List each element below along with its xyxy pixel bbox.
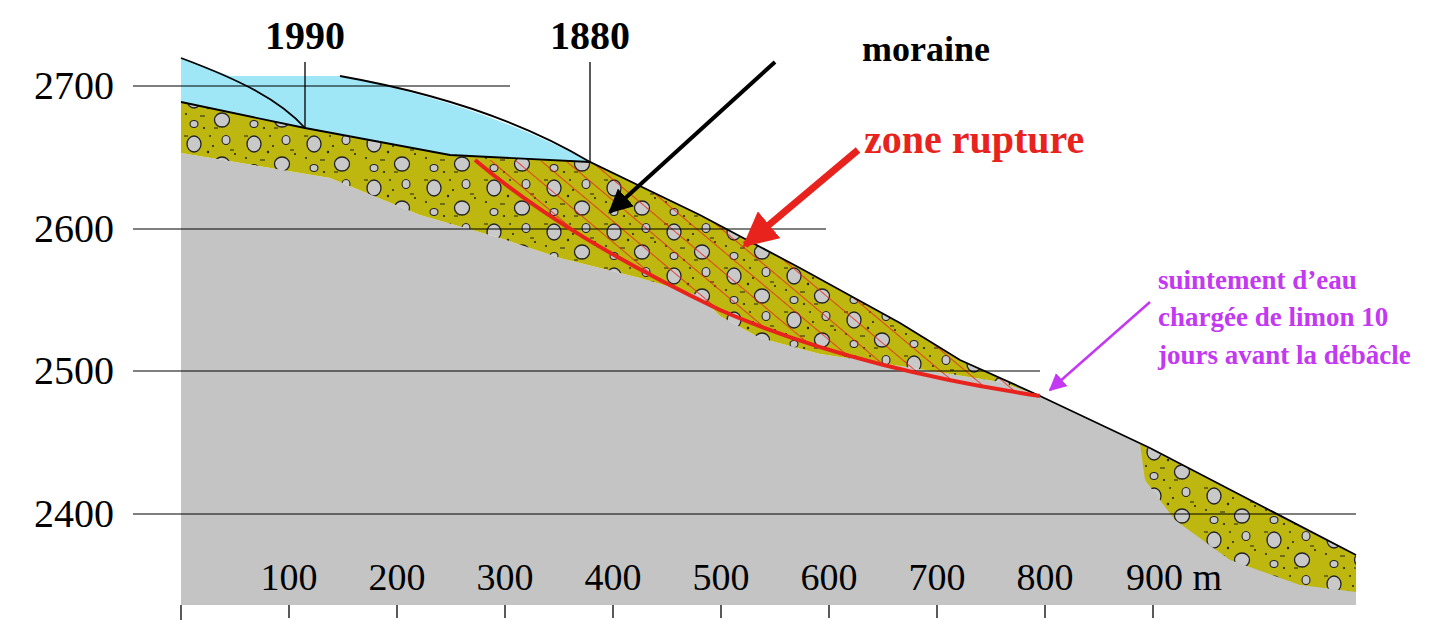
distance-label: 200 (369, 556, 426, 600)
year-label: 1990 (265, 13, 345, 59)
elevation-grid (133, 86, 1356, 514)
glacier-1990-outline (181, 58, 305, 128)
seepage-note: suintement d’eau chargée de limon 10 jou… (1158, 262, 1440, 374)
distance-label: 900 m (1126, 556, 1222, 600)
date-marker (304, 62, 305, 128)
distance-label: 700 (909, 556, 966, 600)
rupture-surface (475, 160, 1040, 396)
distance-label: 500 (693, 556, 750, 600)
rupture-arrow (745, 150, 858, 245)
distance-label: 300 (477, 556, 534, 600)
year-label: 1880 (550, 13, 630, 59)
distance-label: 100 (261, 556, 318, 600)
glacier-1880-outline (340, 76, 590, 162)
date-marker (589, 62, 590, 162)
glacier (181, 58, 590, 162)
seepage-arrow (1050, 302, 1150, 390)
distance-label: 600 (801, 556, 858, 600)
rupture-hatch (475, 160, 1040, 396)
elevation-label: 2600 (34, 206, 114, 252)
moraine-arrow (610, 62, 775, 212)
distance-label: 800 (1017, 556, 1074, 600)
elevation-label: 2500 (34, 348, 114, 394)
distance-ticks (181, 605, 1153, 620)
moraine-label: moraine (862, 29, 990, 70)
elevation-label: 2700 (34, 63, 114, 109)
elevation-label: 2400 (34, 491, 114, 537)
distance-label: 400 (585, 556, 642, 600)
rupture-label: zone rupture (864, 117, 1084, 163)
